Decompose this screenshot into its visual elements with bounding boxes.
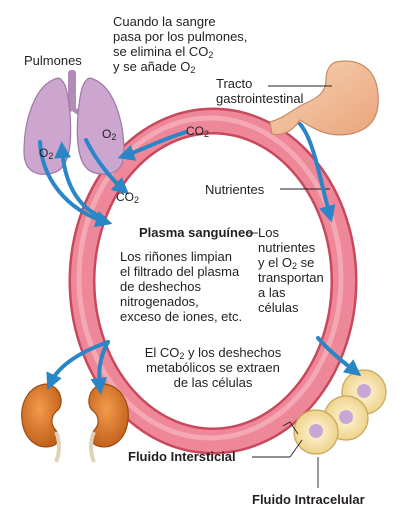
arrow-to-cells	[316, 336, 362, 377]
lung-o2-label: O2	[102, 127, 117, 142]
kidney-text: Los riñones limpian el filtrado del plas…	[120, 249, 243, 324]
cells-illustration	[293, 369, 387, 455]
lung-o2-left-label: O2	[39, 146, 54, 161]
arrow-co2-from-blood	[84, 138, 130, 195]
kidneys-illustration	[21, 383, 129, 463]
arrow-co2-to-lung	[117, 130, 188, 161]
arrow-kidney-right	[90, 340, 110, 395]
tracto-label: Tracto gastrointestinal	[216, 76, 304, 106]
fluido-intracelular-label: Fluido Intracelular	[252, 492, 365, 507]
nutrientes-label: Nutrientes	[205, 182, 265, 197]
arrow-nutrients	[298, 122, 336, 223]
co2-top-label: CO2	[186, 124, 210, 139]
pulmones-label: Pulmones	[24, 53, 82, 68]
lung-caption: Cuando la sangre pasa por los pulmones, …	[113, 14, 248, 75]
cells-text: El CO2 y los deshechos metabólicos se ex…	[144, 345, 282, 390]
flow-arrows	[38, 122, 362, 395]
fluido-intersticial-label: Fluido Intersticial	[128, 449, 236, 464]
plasma-label: Plasma sanguíneo	[139, 225, 254, 240]
leader-lines	[246, 85, 332, 488]
co2-lower-label: CO2	[116, 190, 140, 205]
nutrients-text: Los nutrientes y el O2 se transportan a …	[258, 225, 324, 315]
arrow-o2-to-blood	[38, 140, 113, 228]
arrow-kidney-left	[46, 340, 110, 391]
plasma-ring	[68, 107, 358, 455]
stomach-illustration	[269, 60, 379, 136]
